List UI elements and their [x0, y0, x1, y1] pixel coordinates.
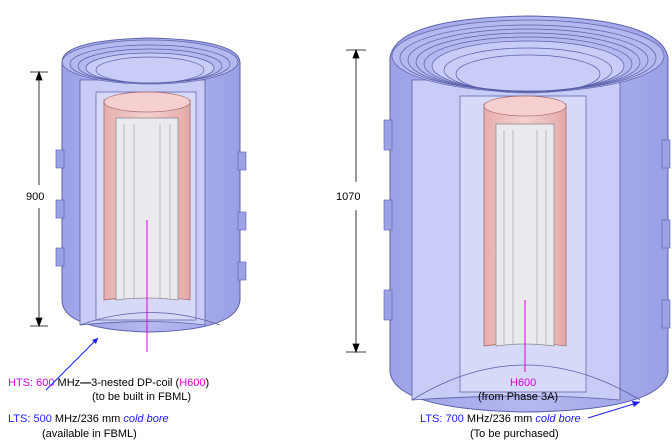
left-hts-prefix: HTS:: [8, 377, 33, 389]
left-lts-pointer: [45, 337, 99, 391]
left-hts-dash: —: [80, 377, 91, 389]
right-insert-sub: (from Phase 3A): [478, 391, 558, 403]
right-top-rings: [391, 19, 665, 94]
left-magnet: 900: [26, 37, 247, 391]
left-hts-close: ): [206, 377, 210, 389]
left-lts-desc: MHz/236 mm: [55, 413, 120, 425]
left-dimension: [30, 70, 48, 328]
left-bore: [115, 117, 179, 301]
left-lts-sub: (available in FBML): [42, 428, 137, 440]
left-lts-bore: cold bore: [123, 413, 168, 425]
left-lts-caption: LTS: 500 MHz/236 mm cold bore: [8, 413, 169, 425]
left-hts-caption: HTS: 600 MHz—3-nested DP-coil (H600): [8, 377, 209, 389]
left-hts-field: 600: [36, 377, 54, 389]
left-hts-coil-top: [103, 91, 191, 113]
left-hts-desc: MHz: [58, 377, 81, 389]
right-hts-coil-top: [483, 95, 567, 117]
right-lts-prefix: LTS:: [420, 413, 442, 425]
left-lts-prefix: LTS:: [8, 413, 30, 425]
right-lts-caption: LTS: 700 MHz/236 mm cold bore: [420, 413, 581, 425]
left-lts-field: 500: [33, 413, 51, 425]
left-bore-lines: [123, 124, 171, 298]
left-bottom-curve: [79, 312, 221, 326]
right-insert-label: H600: [510, 377, 536, 389]
right-bore-lines: [503, 130, 547, 344]
right-dimension: [346, 48, 366, 354]
right-bore: [495, 123, 555, 347]
left-hts-coil: DP-coil (: [137, 377, 180, 389]
left-hts-count: 3-nested: [91, 377, 134, 389]
right-lts-bore: cold bore: [535, 413, 580, 425]
right-lts-sub: (To be purchased): [470, 428, 559, 440]
left-hts-sub: (to be built in FBML): [92, 391, 191, 403]
left-top-rings: [61, 39, 239, 85]
right-lts-field: 700: [445, 413, 463, 425]
left-hts-coil-name: H600: [179, 377, 205, 389]
right-magnet: 1070: [336, 15, 671, 419]
left-side-ribs: [55, 149, 247, 281]
right-side-ribs: [383, 119, 671, 329]
right-dimension-label: 1070: [336, 191, 360, 203]
right-lts-pointer: [587, 401, 641, 419]
right-lts-desc: MHz/236 mm: [467, 413, 532, 425]
left-dimension-label: 900: [26, 191, 44, 203]
